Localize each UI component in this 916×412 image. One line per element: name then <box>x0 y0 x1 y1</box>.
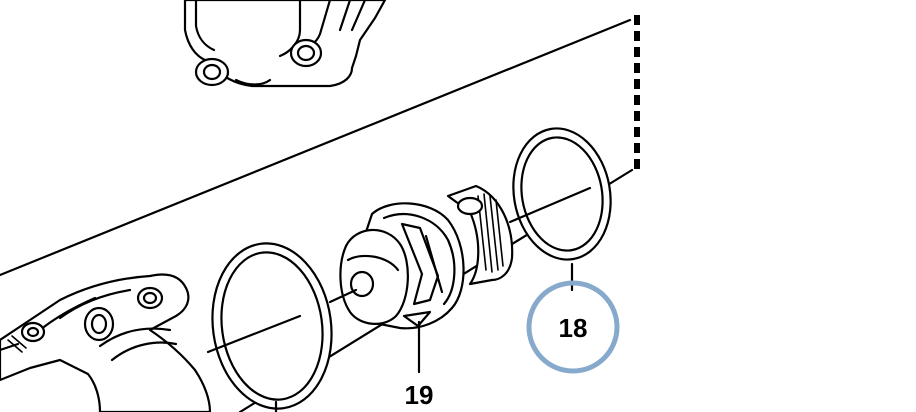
o-ring-right <box>512 127 612 261</box>
callout-18: 18 <box>526 280 620 374</box>
thermostat-housing-cover <box>183 0 387 88</box>
callout-19: 19 <box>405 380 434 410</box>
callout-label-18: 18 <box>559 313 588 343</box>
inlet-pipe <box>0 273 212 412</box>
callout-label-19: 19 <box>405 380 434 410</box>
assembly-axis-line <box>206 186 592 354</box>
leader-lines <box>274 262 574 412</box>
o-ring-left <box>211 242 333 410</box>
highlight-circle <box>526 280 620 374</box>
thermostat <box>339 184 514 330</box>
